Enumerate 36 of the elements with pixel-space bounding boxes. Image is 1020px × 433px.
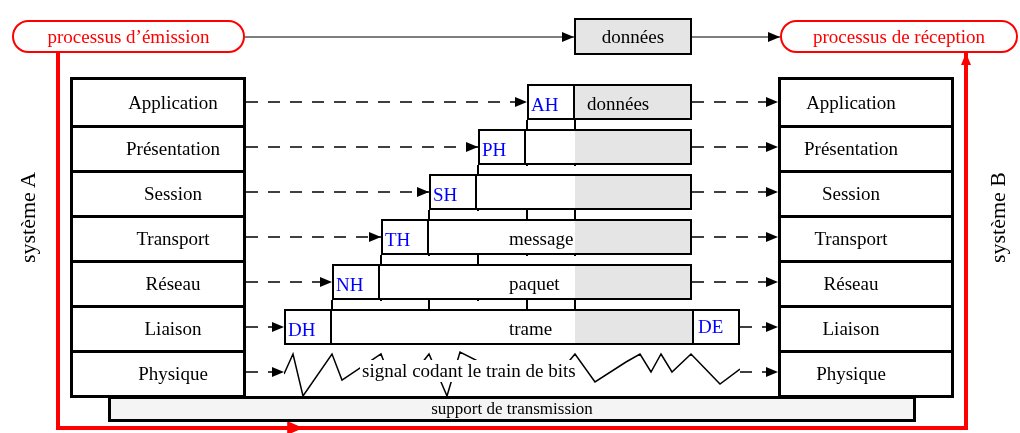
- payload-label: message: [509, 227, 574, 251]
- payload-label: données: [587, 92, 650, 116]
- system-label: système A: [15, 172, 41, 264]
- layer-cell: Présentation: [73, 125, 243, 170]
- header-label: NH: [334, 266, 380, 298]
- layer-cell: Réseau: [73, 260, 243, 305]
- packet-box: [332, 264, 692, 300]
- header-label: AH: [529, 86, 575, 118]
- trailer-label: DE: [692, 311, 740, 343]
- header-label: DH: [286, 311, 332, 343]
- packet-box: [381, 219, 692, 255]
- signal-label: signal codant le train de bits: [360, 360, 578, 382]
- layer-cell: Présentation: [781, 125, 951, 170]
- packet-box: [284, 309, 740, 345]
- header-label: SH: [431, 176, 477, 208]
- process-bubble: processus de réception: [780, 20, 1018, 53]
- payload-label: trame: [509, 317, 553, 341]
- system-label: système B: [985, 172, 1011, 264]
- process-bubble: processus d’émission: [12, 20, 245, 53]
- layer-cell: Transport: [781, 215, 951, 260]
- transmission-medium-box: support de transmission: [108, 396, 916, 422]
- header-label: PH: [480, 131, 526, 163]
- packet-box: [527, 84, 692, 120]
- layer-cell: Réseau: [781, 260, 951, 305]
- layer-cell: Session: [73, 170, 243, 215]
- layer-cell: Session: [781, 170, 951, 215]
- packet-box: [429, 174, 692, 210]
- layer-cell: Transport: [73, 215, 243, 260]
- layer-cell: Application: [73, 80, 243, 125]
- layer-cell: Liaison: [781, 305, 951, 350]
- data-box: données: [574, 18, 692, 55]
- packet-box: [478, 129, 692, 165]
- layer-cell: Liaison: [73, 305, 243, 350]
- layer-cell: Application: [781, 80, 951, 125]
- payload-label: paquet: [509, 272, 560, 296]
- header-label: TH: [383, 221, 429, 253]
